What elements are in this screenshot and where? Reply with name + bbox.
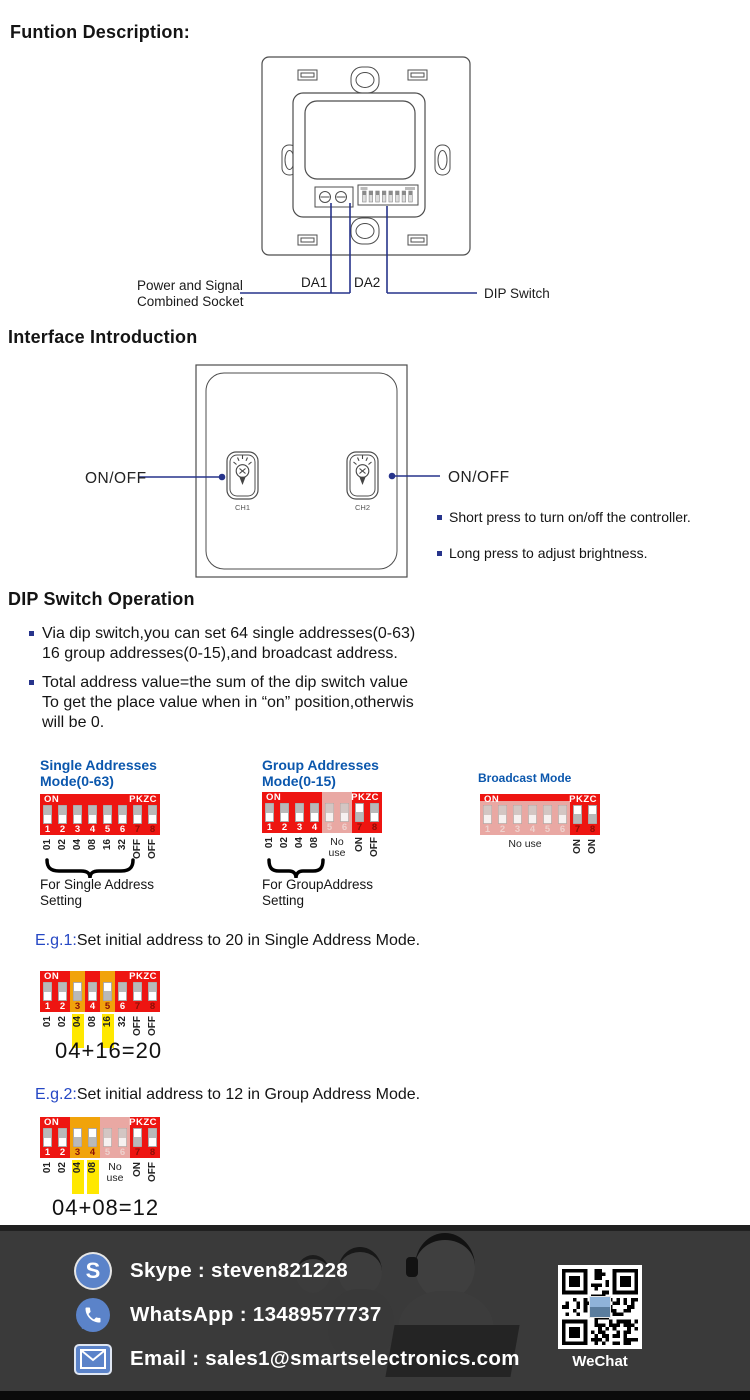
group-mode-caption: For GroupAddress Setting (262, 877, 374, 908)
example2-prefix: E.g.2: (35, 1086, 77, 1103)
ch2-label: CH2 (355, 503, 370, 512)
ch1-button (226, 451, 259, 500)
dip-operation-bullets: Via dip switch,you can set 64 single add… (28, 624, 528, 733)
bulb-icon (233, 455, 252, 485)
bullet-addresses: Via dip switch,you can set 64 single add… (28, 624, 528, 664)
dip-switch-block (357, 184, 419, 206)
whatsapp-text: WhatsApp : 13489577737 (130, 1303, 382, 1326)
leader-lines (240, 203, 477, 294)
whatsapp-contact-row: WhatsApp : 13489577737 (76, 1297, 382, 1333)
front-panel-diagram: CH1 CH2 ON/OFF ON/OFF (85, 364, 510, 578)
on-off-label-left: ON/OFF (85, 470, 147, 487)
socket-label-line2: Combined Socket (137, 294, 244, 309)
bulb-icon (353, 455, 372, 485)
ch1-label: CH1 (235, 503, 250, 512)
wechat-label: WeChat (572, 1353, 628, 1370)
whatsapp-icon (76, 1298, 110, 1332)
da1-label: DA1 (301, 275, 327, 290)
email-icon (76, 1345, 110, 1373)
single-mode-caption: For Single Address Setting (40, 877, 155, 908)
example2-heading: E.g.2:Set initial address to 12 in Group… (35, 1086, 421, 1103)
example2-equation: 04+08=12 (52, 1195, 160, 1220)
skype-contact-row: S Skype : steven821228 (76, 1253, 348, 1289)
single-mode-title: Single Addresses Mode(0-63) (40, 757, 157, 789)
short-press-bullet: Short press to turn on/off the controlle… (437, 509, 750, 526)
brace-group (267, 858, 325, 879)
dip-switch-operation-heading: DIP Switch Operation (8, 589, 195, 609)
email-contact-row: Email : sales1@smartselectronics.com (76, 1341, 520, 1377)
device-back-diagram: Power and Signal Combined Socket DA1 DA2… (137, 56, 550, 309)
long-press-bullet: Long press to adjust brightness. (437, 545, 750, 562)
broadcast-mode-title: Broadcast Mode (478, 771, 572, 785)
socket-label-line1: Power and Signal (137, 278, 243, 293)
skype-icon: S (76, 1254, 110, 1288)
da2-label: DA2 (354, 275, 380, 290)
wechat-qr-code (558, 1265, 642, 1349)
email-text: Email : sales1@smartselectronics.com (130, 1347, 520, 1370)
example1-equation: 04+16=20 (55, 1038, 163, 1063)
example1-prefix: E.g.1: (35, 932, 77, 949)
function-description-heading: Funtion Description: (10, 22, 190, 42)
dip-switch-label: DIP Switch (484, 286, 550, 301)
back-cover (304, 100, 416, 180)
brace-single (45, 858, 135, 879)
leader-lines (138, 475, 440, 478)
power-signal-terminal-block (314, 186, 354, 208)
example1-heading: E.g.1:Set initial address to 20 in Singl… (35, 932, 421, 949)
bullet-total-value: Total address value=the sum of the dip s… (28, 673, 528, 733)
interface-introduction-heading: Interface Introduction (8, 327, 198, 347)
skype-text: Skype : steven821228 (130, 1259, 348, 1282)
ch2-button (346, 451, 379, 500)
on-off-label-right: ON/OFF (448, 469, 510, 486)
group-mode-title: Group Addresses Mode(0-15) (262, 757, 379, 789)
